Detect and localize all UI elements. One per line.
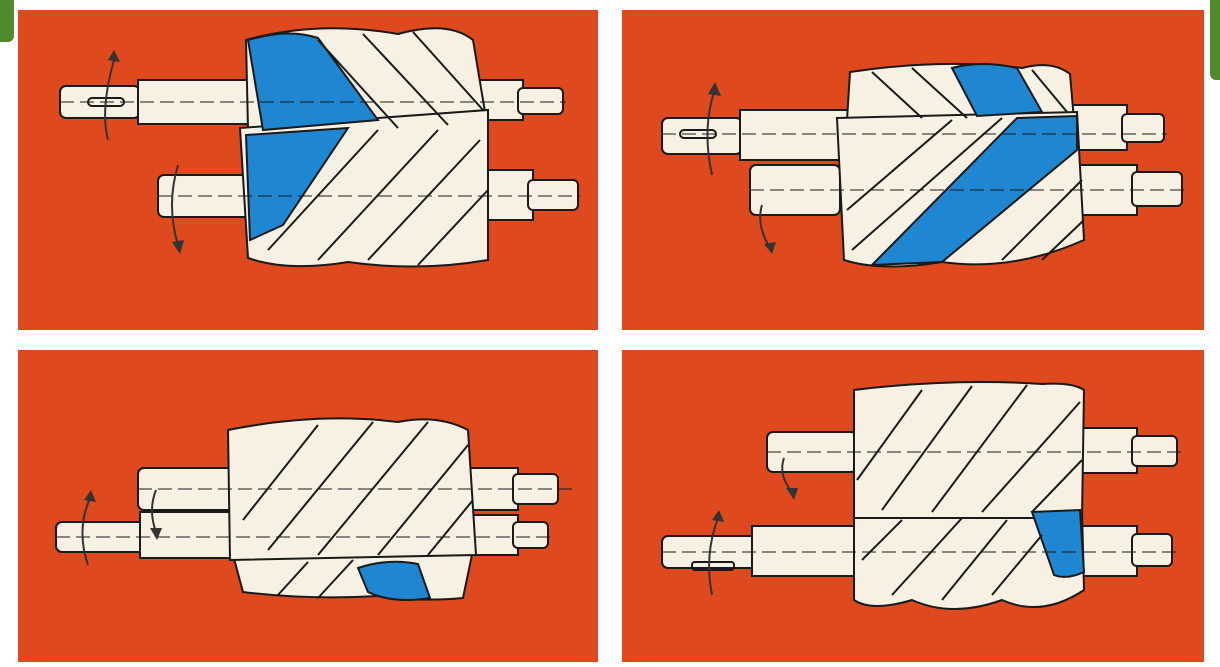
screw-rotors-stage-4-diagram — [622, 350, 1204, 662]
compression-stage-2-panel — [622, 10, 1204, 330]
upper-shaft-right-end — [518, 88, 563, 114]
green-corner-accent-left — [0, 0, 14, 42]
screw-rotors-stage-3-diagram — [18, 350, 598, 662]
green-corner-accent-right — [1210, 0, 1220, 80]
upper-shaft — [662, 118, 742, 154]
screw-rotors-stage-2-diagram — [622, 10, 1204, 330]
lower-shaft-right-collar — [1077, 165, 1137, 215]
lower-shaft-right-end — [513, 522, 548, 548]
compression-stage-1-panel — [18, 10, 598, 330]
lower-shaft-right-collar — [483, 170, 533, 220]
upper-shaft-right-end — [1132, 436, 1177, 466]
lower-shaft-right-collar — [473, 515, 518, 555]
lower-shaft-right-collar — [1082, 526, 1137, 576]
compression-stage-4-panel — [622, 350, 1204, 662]
compression-stage-3-panel — [18, 350, 598, 662]
upper-shaft-collar — [740, 110, 850, 160]
upper-rotor-body — [854, 382, 1084, 518]
lower-shaft-right-end — [528, 180, 578, 210]
lower-shaft-right-end — [1132, 172, 1182, 206]
lower-shaft-collar — [752, 526, 857, 576]
upper-shaft-right-end — [1122, 114, 1164, 142]
screw-rotors-stage-1-diagram — [18, 10, 598, 330]
upper-shaft-right-collar — [1082, 428, 1137, 473]
lower-shaft-right-end — [1132, 534, 1172, 566]
